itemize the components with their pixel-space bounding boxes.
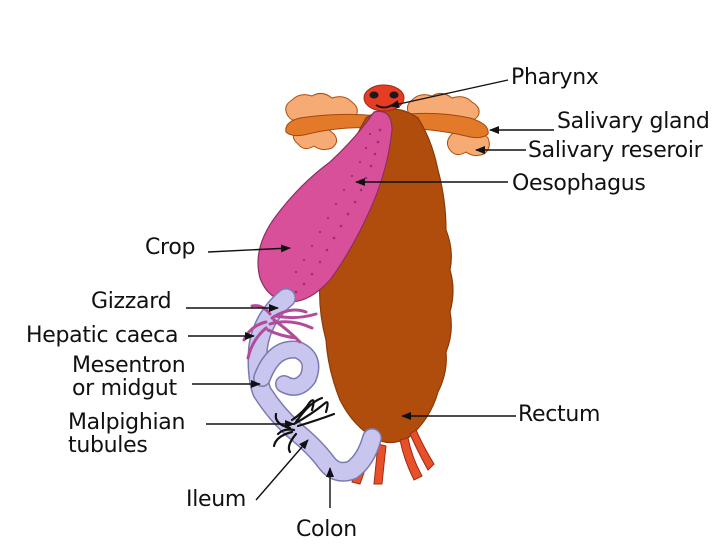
label-oesophagus: Oesophagus: [512, 171, 646, 196]
label-malpighian-line2: tubules: [68, 433, 148, 458]
label-hepatic-caeca: Hepatic caeca: [26, 323, 179, 348]
pharynx-head: [363, 84, 405, 112]
annotation-lines: [186, 79, 554, 508]
label-gizzard: Gizzard: [91, 289, 172, 314]
label-salivary-gland: Salivary gland: [557, 109, 710, 134]
label-mesenteron-line1: Mesentron: [72, 353, 186, 378]
malpighian-tubules: [272, 396, 336, 454]
label-salivary-reservoir: Salivary reseroir: [528, 138, 703, 163]
label-crop: Crop: [145, 235, 196, 260]
crop-dots: [294, 128, 382, 294]
label-rectum: Rectum: [518, 402, 601, 427]
pointer-crop: [207, 244, 291, 253]
label-ileum: Ileum: [186, 487, 247, 512]
mesenteron-loop-fill: [254, 342, 318, 395]
label-pharynx: Pharynx: [511, 65, 599, 90]
pointer-ileum: [255, 439, 309, 501]
label-colon: Colon: [296, 517, 357, 542]
label-mesenteron-line2: or midgut: [72, 376, 177, 401]
label-malpighian-line1: Malpighian: [68, 410, 186, 435]
pointer-pharynx: [389, 79, 509, 108]
